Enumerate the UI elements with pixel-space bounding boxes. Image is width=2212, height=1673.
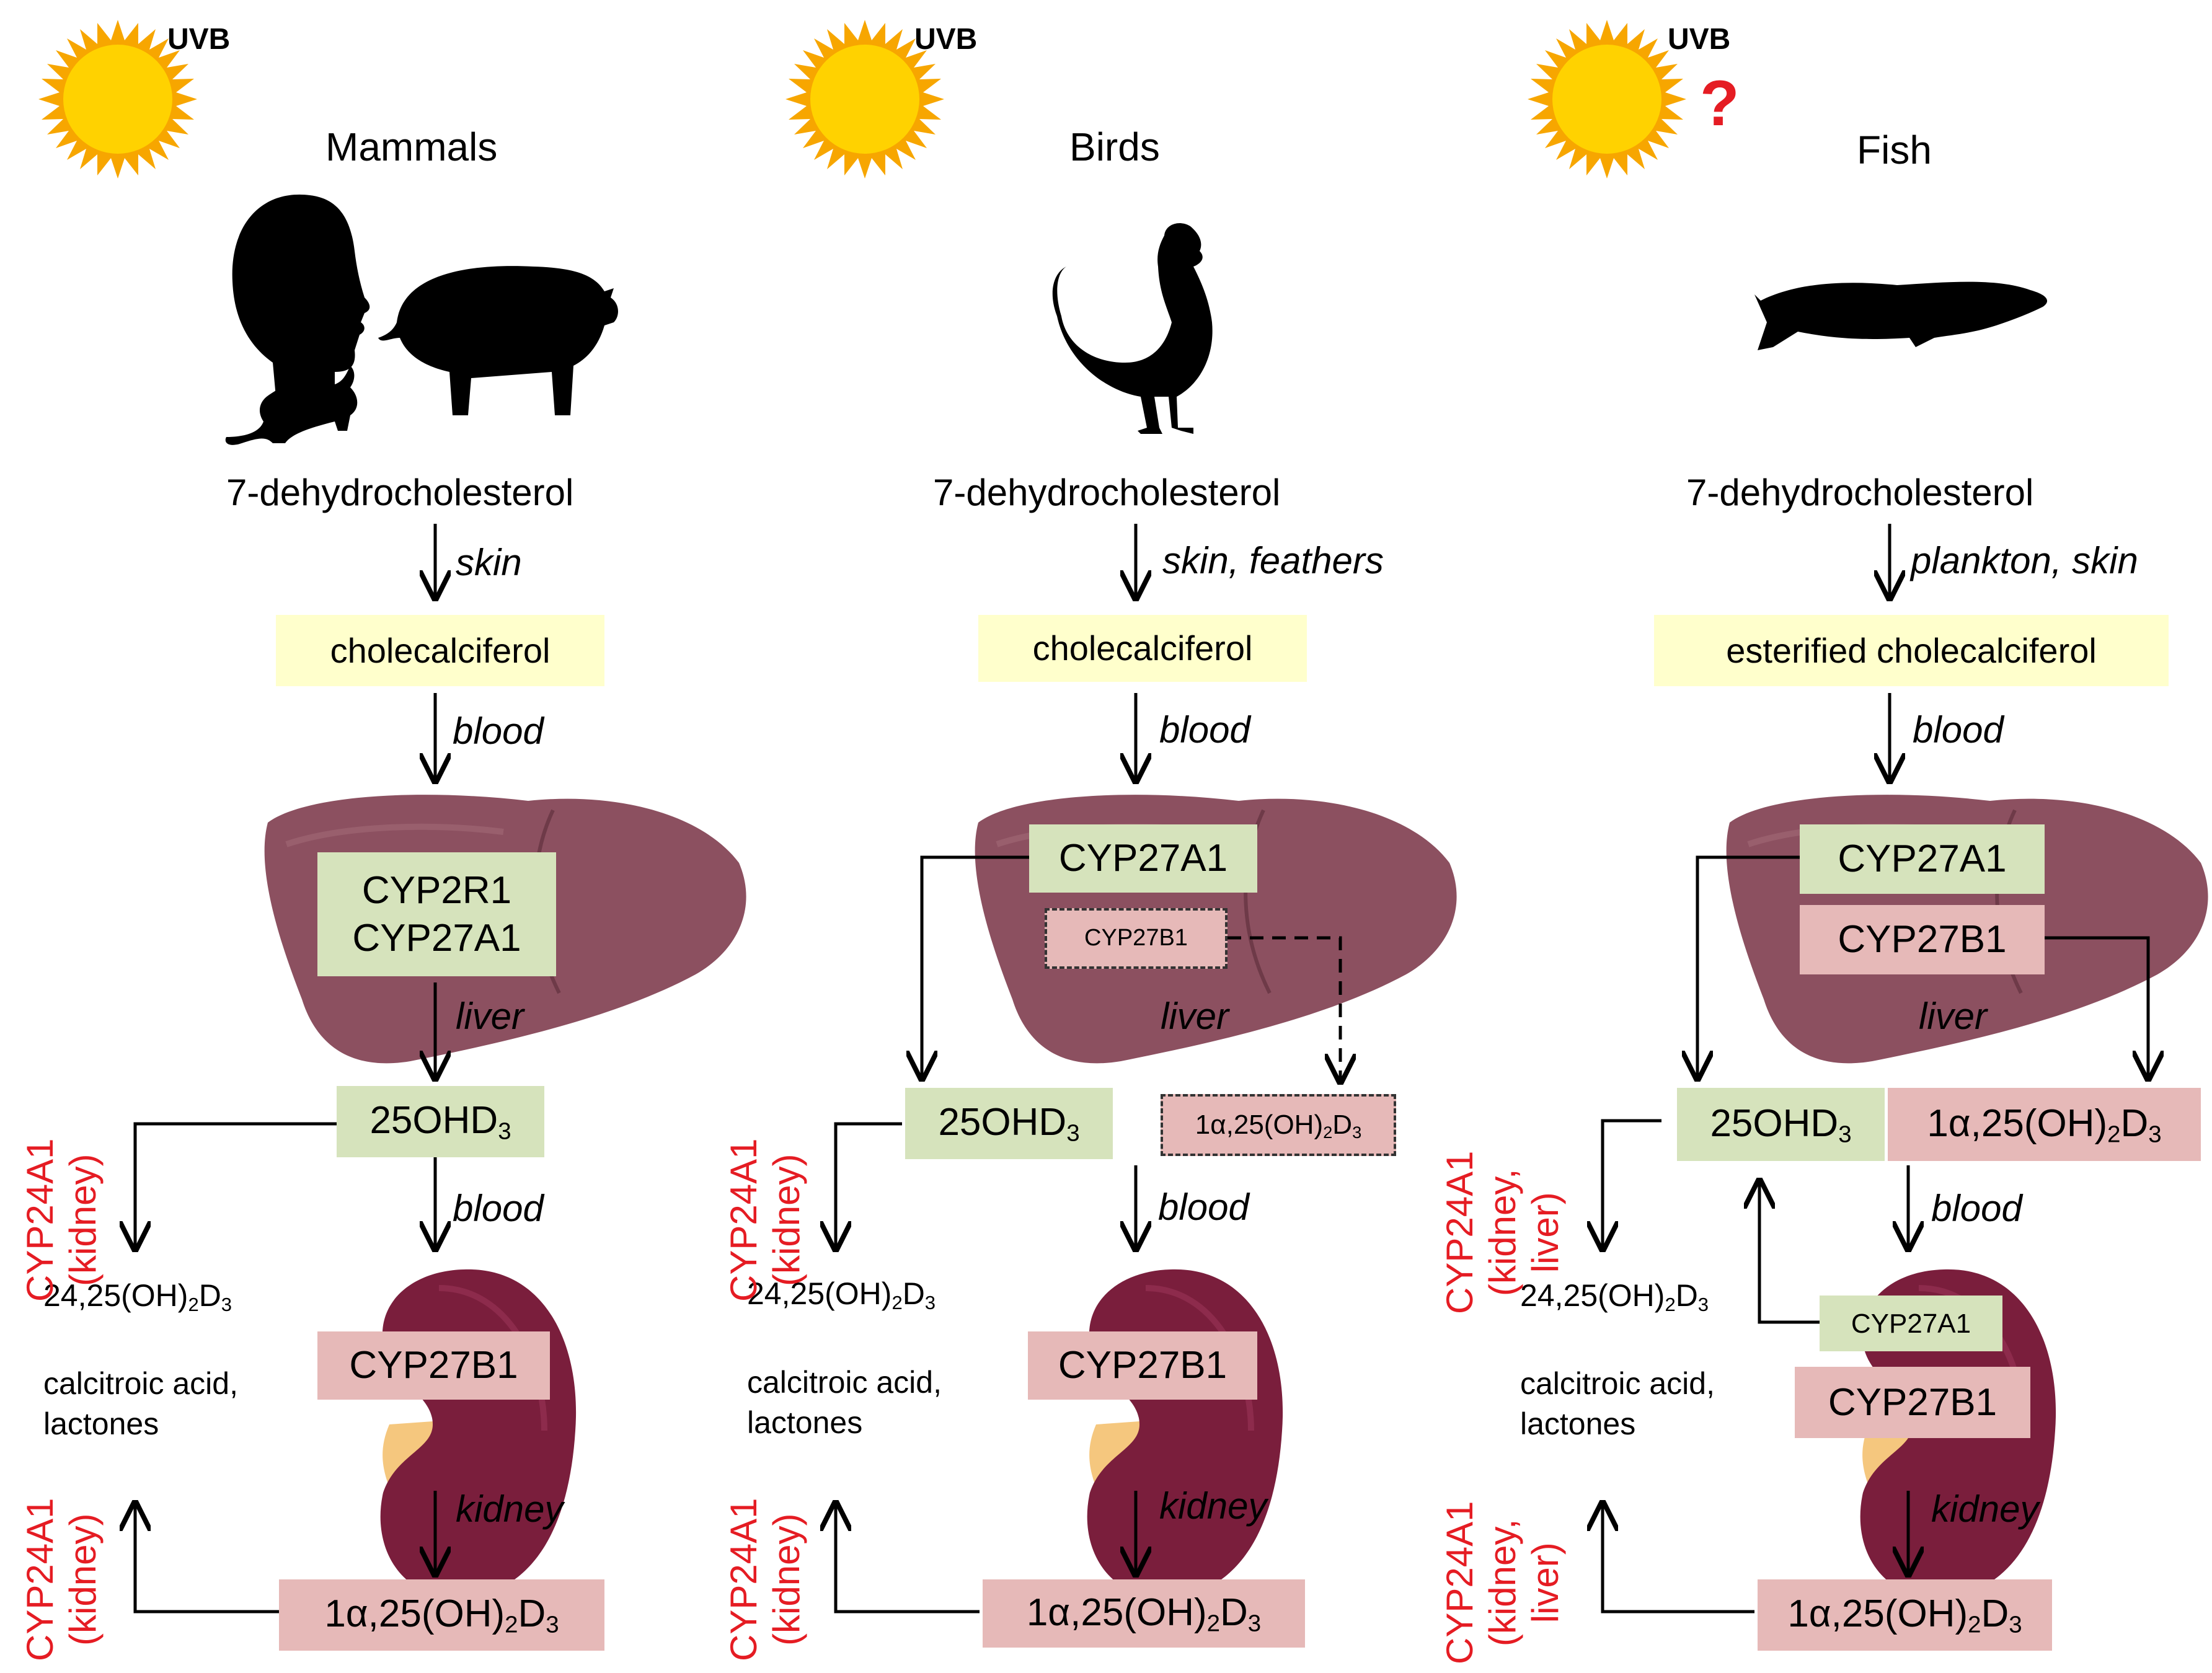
- route-label: kidney: [456, 1488, 564, 1530]
- minor-pathway-arrow: [1228, 936, 1340, 1082]
- liver-enzyme-box: CYP27A1: [1029, 824, 1257, 893]
- precursor-label: 7-dehydrocholesterol: [226, 472, 574, 513]
- 25ohd3-box: 25OHD3: [337, 1086, 544, 1157]
- kidney-icon: [381, 1269, 576, 1598]
- column-title-birds: Birds: [1069, 125, 1160, 169]
- cyp24a1-label: CYP24A1(kidney,liver): [1439, 1150, 1566, 1315]
- catabolite-label: calcitroic acid,lactones: [1520, 1366, 1715, 1441]
- question-mark: ?: [1700, 68, 1740, 139]
- route-label: plankton, skin: [1911, 540, 2138, 581]
- cyp24a1-label: CYP24A1(kidney,liver): [1439, 1501, 1566, 1665]
- cyp24a1-label: CYP24A1(kidney): [19, 1498, 104, 1662]
- kidney-minor-enzyme-box: CYP27A1: [1820, 1296, 2002, 1351]
- cyp24a1-label: CYP24A1(kidney): [19, 1138, 104, 1302]
- active-form-box: 1α,25(OH)2D3: [1758, 1579, 2052, 1651]
- pathway-arrows: [135, 524, 2148, 1613]
- kidney-icon: [1087, 1269, 1283, 1598]
- liver-enzyme-box: CYP27A1: [1800, 824, 2045, 894]
- route-label: blood: [453, 710, 544, 752]
- kidney-enzyme-box: CYP27B1: [317, 1331, 550, 1400]
- catabolite-label: 24,25(OH)2D3: [747, 1276, 936, 1313]
- active-form-box: 1α,25(OH)2D3: [279, 1579, 604, 1651]
- route-label: blood: [1158, 1186, 1249, 1228]
- route-label: blood: [1931, 1188, 2022, 1229]
- fish-icon: [1754, 281, 2048, 350]
- minor-liver-enzyme-box: CYP27B1: [1045, 908, 1228, 969]
- cholecalciferol-box: cholecalciferol: [276, 615, 604, 686]
- route-label: blood: [453, 1188, 544, 1229]
- rat-icon: [225, 366, 358, 445]
- pig-icon: [378, 266, 618, 415]
- column-title-mammals: Mammals: [325, 125, 498, 169]
- liver-active-form-box: 1α,25(OH)2D3: [1161, 1094, 1396, 1156]
- catabolite-label: calcitroic acid,lactones: [43, 1366, 238, 1441]
- liver-enzymes-box: CYP2R1 CYP27A1: [317, 852, 556, 976]
- route-label: liver: [1919, 995, 1988, 1037]
- uvb-label: UVB: [167, 23, 231, 56]
- route-label: liver: [1161, 995, 1229, 1037]
- column-title-fish: Fish: [1857, 128, 1932, 172]
- route-label: blood: [1159, 709, 1250, 751]
- route-label: kidney: [1159, 1485, 1267, 1527]
- 25ohd3-box: 25OHD3: [905, 1088, 1113, 1159]
- kidney-enzyme-box: CYP27B1: [1028, 1331, 1257, 1400]
- liver-active-form-box: 1α,25(OH)2D3: [1888, 1088, 2201, 1161]
- cholecalciferol-box: cholecalciferol: [978, 615, 1307, 682]
- cyp24a1-label: CYP24A1(kidney): [723, 1498, 807, 1662]
- route-label: liver: [456, 995, 524, 1037]
- liver-enzyme-box: CYP27B1: [1800, 905, 2045, 974]
- route-label: kidney: [1931, 1488, 2039, 1530]
- esterified-cholecalciferol-box: esterified cholecalciferol: [1654, 615, 2169, 686]
- human-head-icon: [232, 194, 370, 397]
- 25ohd3-box: 25OHD3: [1677, 1088, 1885, 1161]
- uvb-label: UVB: [1668, 23, 1731, 56]
- route-label: blood: [1913, 709, 2004, 751]
- active-form-box: 1α,25(OH)2D3: [983, 1579, 1305, 1648]
- catabolite-label: calcitroic acid,lactones: [747, 1365, 942, 1440]
- sun-icon: [1528, 20, 1686, 179]
- catabolite-label: 24,25(OH)2D3: [1520, 1278, 1709, 1315]
- route-label: skin: [456, 542, 522, 583]
- kidney-enzyme-box: CYP27B1: [1795, 1367, 2030, 1438]
- route-label: skin, feathers: [1162, 540, 1384, 581]
- uvb-label: UVB: [914, 23, 978, 56]
- chicken-icon: [1052, 223, 1213, 434]
- precursor-label: 7-dehydrocholesterol: [1686, 472, 2034, 513]
- precursor-label: 7-dehydrocholesterol: [933, 472, 1281, 513]
- catabolite-label: 24,25(OH)2D3: [43, 1278, 232, 1315]
- cyp24a1-label: CYP24A1(kidney): [723, 1138, 807, 1302]
